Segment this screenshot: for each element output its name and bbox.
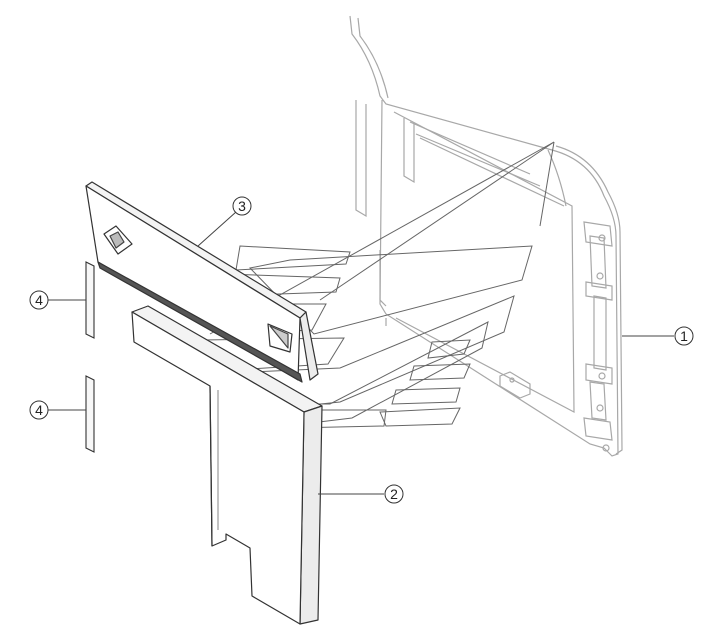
callout-1-label: 1 — [680, 328, 688, 344]
gasket-strip-upper — [85, 261, 95, 339]
callout-3-label: 3 — [238, 198, 246, 214]
callout-4-lower-label: 4 — [35, 402, 43, 418]
callout-4-lower: 4 — [29, 400, 49, 420]
callout-2: 2 — [384, 484, 404, 504]
callout-4-upper-label: 4 — [35, 292, 43, 308]
foam-insulation-piece — [131, 305, 323, 625]
door-panel — [349, 15, 623, 457]
callout-4-upper: 4 — [29, 290, 49, 310]
callout-2-label: 2 — [390, 486, 398, 502]
callout-1: 1 — [674, 326, 694, 346]
callout-leaders — [48, 211, 674, 495]
gasket-strip-lower — [85, 375, 95, 453]
callout-3: 3 — [232, 196, 252, 216]
upper-trim-piece — [85, 181, 319, 383]
